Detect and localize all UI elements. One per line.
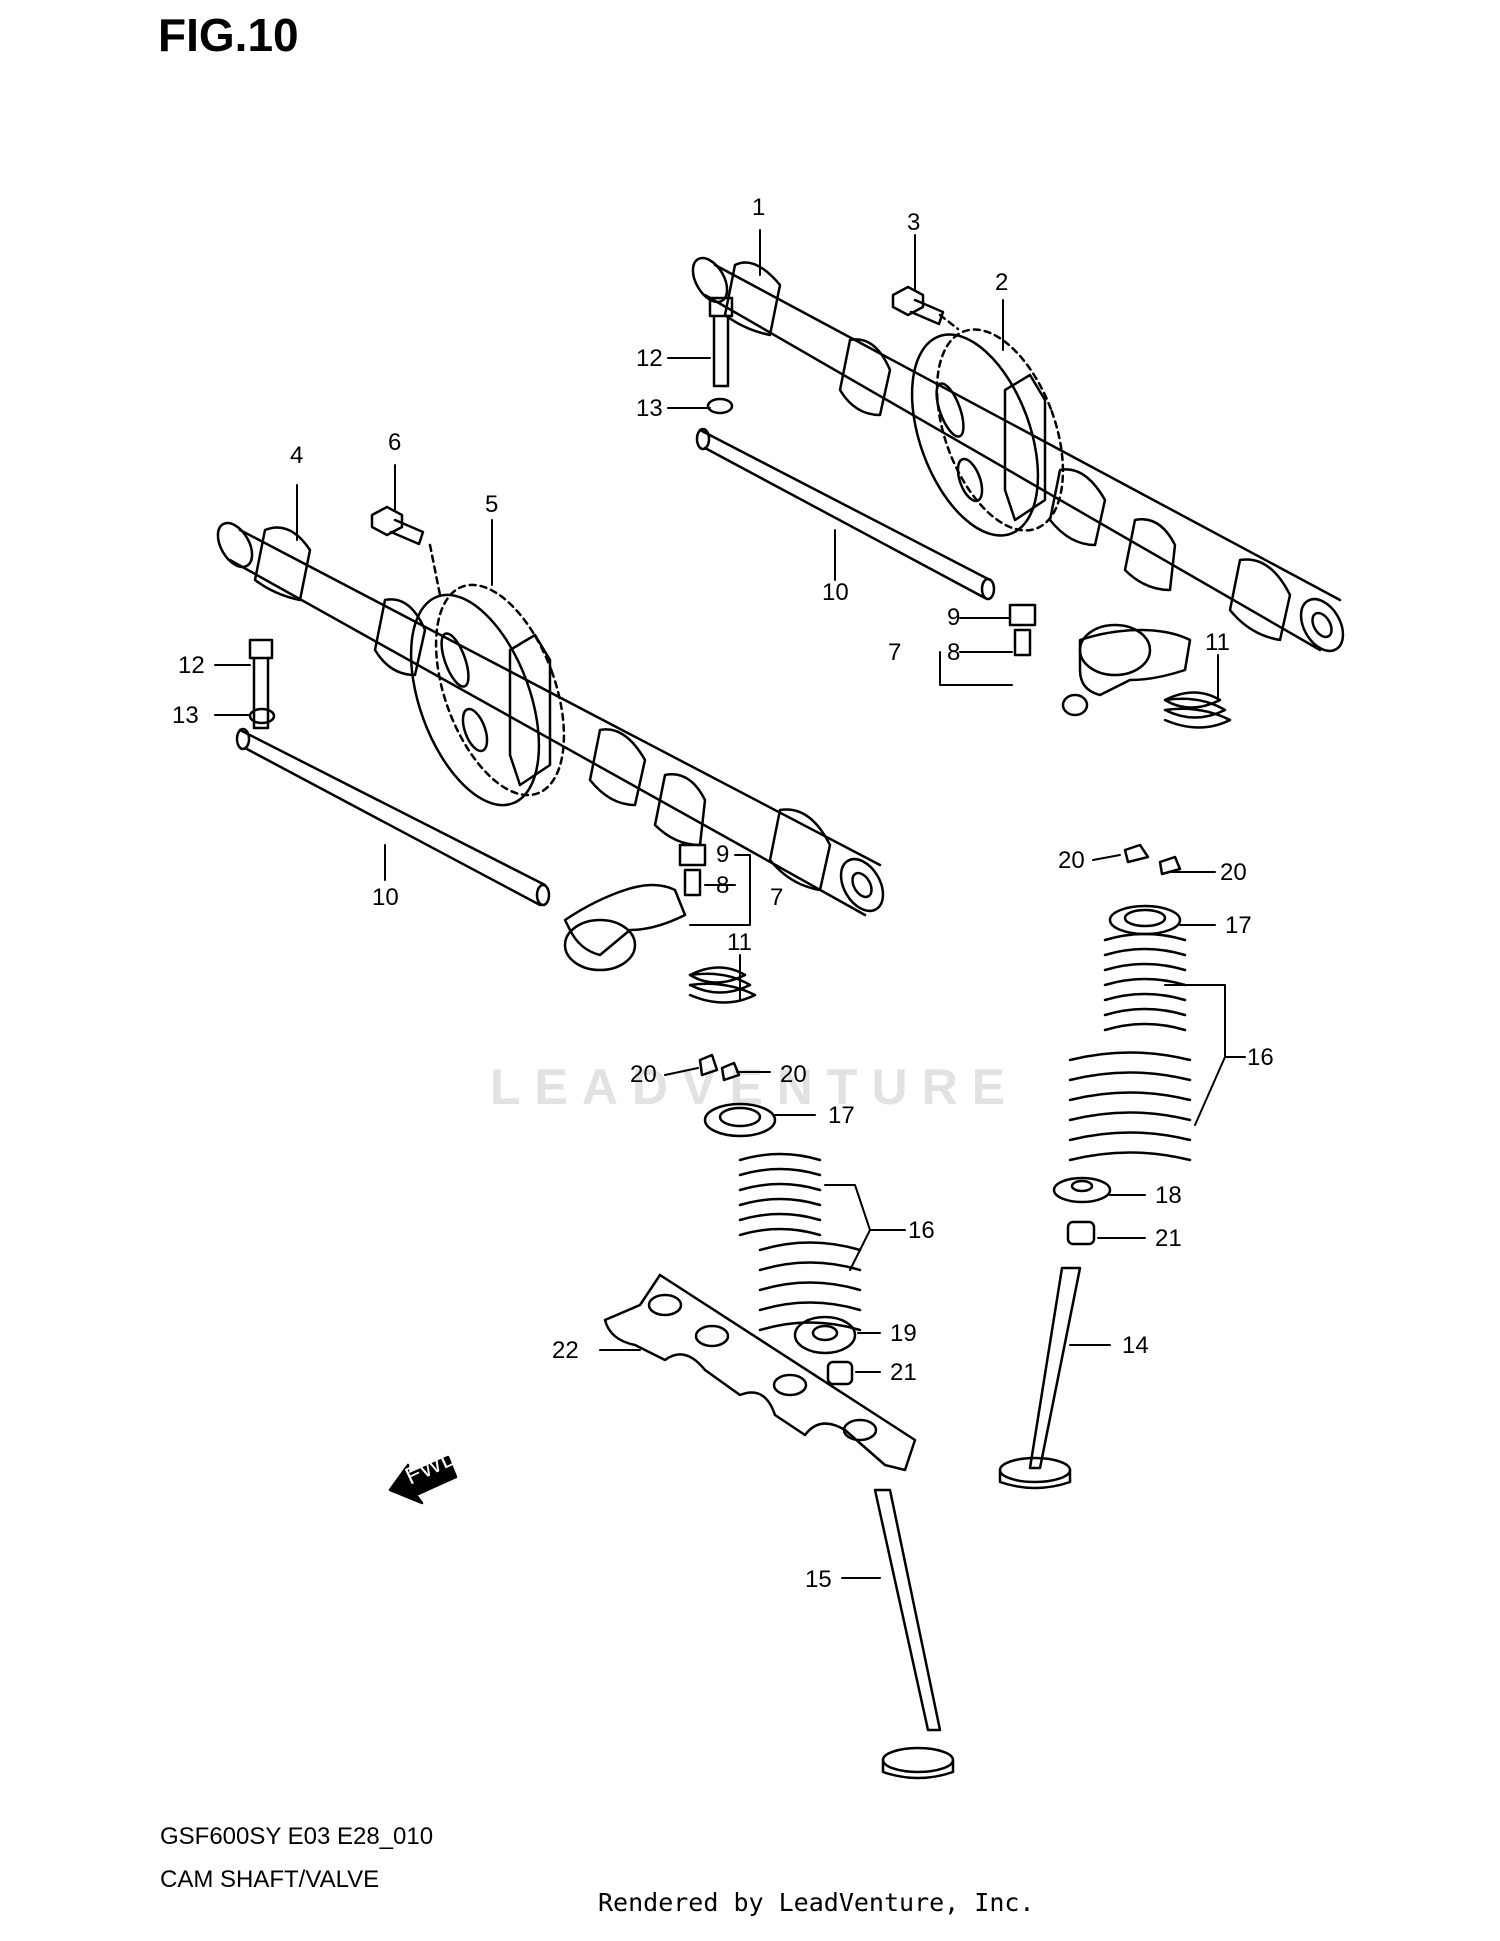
callout-17-right: 17 — [1225, 912, 1252, 939]
callout-7-upper: 7 — [888, 639, 901, 666]
cam-sprocket-upper — [910, 328, 1065, 537]
valve-plate — [603, 1273, 917, 1472]
callout-10-upper: 10 — [822, 579, 849, 606]
watermark-text: LEADVENTURE — [490, 1059, 1020, 1115]
leader-lines — [214, 229, 1246, 1579]
valve-spring-right — [1068, 932, 1192, 1162]
callout-12-upper: 12 — [636, 345, 663, 372]
callout-5: 5 — [485, 491, 498, 518]
shaft-bolt-upper — [706, 296, 734, 415]
model-code: GSF600SY E03 E28_010 — [160, 1823, 434, 1850]
callout-13-lower: 13 — [172, 702, 199, 729]
rocker-shaft-lower — [235, 727, 551, 907]
rendered-by-credit: Rendered by LeadVenture, Inc. — [598, 1888, 1035, 1917]
callout-15: 15 — [805, 1566, 832, 1593]
valve-spring-left — [738, 1152, 862, 1332]
callout-14: 14 — [1122, 1332, 1149, 1359]
callout-20-right-b: 20 — [1220, 859, 1247, 886]
callout-9-upper: 9 — [947, 604, 960, 631]
forward-arrow-icon — [388, 1455, 458, 1505]
valve-cotters-right — [1123, 843, 1182, 876]
callout-22: 22 — [552, 1337, 579, 1364]
camshaft-lower — [216, 521, 885, 917]
callout-16-left: 16 — [908, 1217, 935, 1244]
callout-20-left-b: 20 — [780, 1061, 807, 1088]
callout-6: 6 — [388, 429, 401, 456]
callout-3: 3 — [907, 209, 920, 236]
callout-11-upper: 11 — [1205, 629, 1230, 656]
rocker-spring-lower — [688, 966, 757, 1004]
callout-9-lower: 9 — [716, 841, 729, 868]
valve-retainer-right — [1108, 904, 1182, 936]
valve-stem-seal-left — [826, 1360, 854, 1386]
camshaft-upper — [691, 256, 1345, 653]
callout-11-lower: 11 — [727, 929, 752, 956]
valve-stem-seal-right — [1066, 1220, 1096, 1246]
intake-valve — [873, 1488, 955, 1780]
callout-21-left: 21 — [890, 1359, 917, 1386]
callout-18: 18 — [1155, 1182, 1182, 1209]
callout-17-left: 17 — [828, 1102, 855, 1129]
sprocket-bolt-upper — [891, 285, 960, 331]
exhaust-valve — [998, 1266, 1082, 1490]
callout-8-lower: 8 — [716, 872, 729, 899]
model-name: CAM SHAFT/VALVE — [160, 1866, 380, 1893]
valve-spring-seat-right — [1052, 1176, 1112, 1204]
callout-21-right: 21 — [1155, 1225, 1182, 1252]
callout-4: 4 — [290, 442, 303, 469]
figure-title: FIG.10 — [158, 9, 299, 61]
rocker-arm-upper — [1008, 603, 1192, 717]
valve-spring-seat-left — [793, 1315, 857, 1355]
sprocket-bolt-lower — [370, 505, 442, 597]
callout-1: 1 — [752, 194, 765, 221]
rocker-arm-lower — [563, 843, 707, 972]
callout-13-upper: 13 — [636, 395, 663, 422]
rocker-shaft-upper — [695, 427, 996, 601]
callout-8-upper: 8 — [947, 639, 960, 666]
callout-20-left-a: 20 — [630, 1061, 657, 1088]
callout-10-lower: 10 — [372, 884, 399, 911]
callout-12-lower: 12 — [178, 652, 205, 679]
valve-retainer-left — [703, 1102, 777, 1138]
callout-20-right-a: 20 — [1058, 847, 1085, 874]
callout-19: 19 — [890, 1320, 917, 1347]
callout-16-right: 16 — [1247, 1044, 1274, 1071]
rocker-spring-upper — [1163, 691, 1232, 729]
shaft-bolt-lower — [248, 638, 276, 730]
valve-cotters-left — [698, 1053, 741, 1082]
callout-2: 2 — [995, 269, 1008, 296]
callout-7-lower: 7 — [770, 884, 783, 911]
cam-sprocket-lower — [409, 583, 566, 807]
